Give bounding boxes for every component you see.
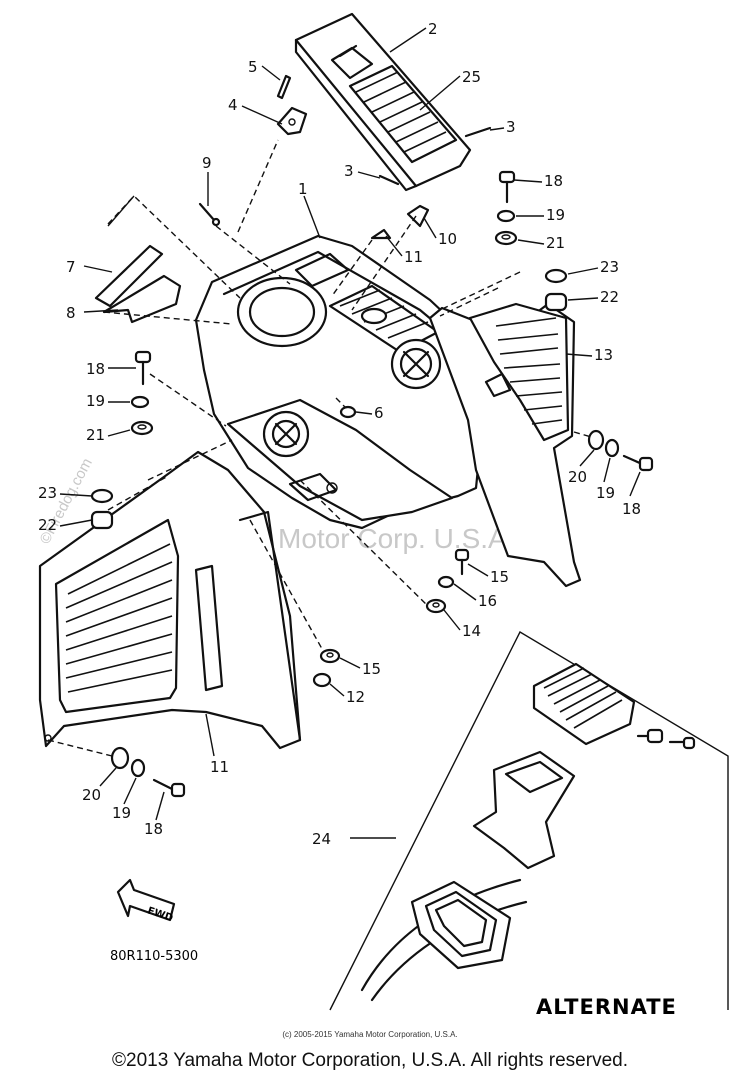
pin-part-3-left (378, 174, 400, 186)
callout-1: 1 (298, 180, 308, 198)
footer-copyright: ©2013 Yamaha Motor Corporation, U.S.A. A… (112, 1050, 628, 1071)
grommet-part-21-left (130, 420, 154, 436)
left-side-panel-part-12 (38, 450, 302, 750)
callout-11: 11 (404, 248, 423, 266)
alternate-inset: ALTERNATE (329, 631, 729, 1019)
callout-4: 4 (228, 96, 238, 114)
callout-20-right: 20 (568, 468, 587, 486)
grommet-part-23-right (544, 268, 568, 284)
callout-15-left: 15 (362, 660, 381, 678)
clip-part-10 (406, 204, 430, 228)
right-side-panel-part-13 (428, 302, 582, 588)
callout-13: 13 (594, 346, 613, 364)
small-copyright: (c) 2005-2015 Yamaha Motor Corporation, … (282, 1030, 458, 1039)
bracket-part-8 (102, 274, 182, 324)
callout-19-left: 19 (86, 392, 105, 410)
front-fender-part-1 (194, 234, 482, 530)
bolt-part-18-left (134, 350, 152, 386)
clip-part-4 (276, 106, 308, 136)
bracket-part-7 (94, 244, 164, 308)
callout-6: 6 (374, 404, 384, 422)
bolt-part-18-right (622, 454, 654, 472)
callout-23-right: 23 (600, 258, 619, 276)
nut-part-22-left (90, 510, 114, 530)
callout-15-right: 14 (462, 622, 481, 640)
callout-21-top: 21 (546, 234, 565, 252)
callout-9: 9 (202, 154, 212, 172)
bolt-part-16 (454, 548, 470, 576)
callout-25: 24 (312, 830, 331, 848)
bolt-part-18-top (498, 170, 516, 204)
grommet-part-15-left (319, 648, 341, 664)
callout-5: 5 (248, 58, 258, 76)
callout-17: 16 (478, 592, 497, 610)
washer-part-19-top (496, 209, 516, 223)
callout-16: 15 (490, 568, 509, 586)
pin-part-5 (276, 74, 292, 100)
fwd-arrow-icon (116, 878, 176, 922)
callout-22-right: 22 (600, 288, 619, 306)
clip-part-11 (370, 228, 392, 240)
callout-19-left-low: 19 (112, 804, 131, 822)
nut-part-22-right (544, 292, 568, 312)
callout-8: 8 (66, 304, 76, 322)
callout-12: 11 (210, 758, 229, 776)
callout-19-right: 19 (596, 484, 615, 502)
callout-leaders (59, 27, 641, 821)
grommet-part-23-left (90, 488, 114, 504)
callout-18-left-low: 18 (144, 820, 163, 838)
callout-21-left: 21 (86, 426, 105, 444)
bolt-part-18-left-low (152, 778, 186, 798)
callout-10: 10 (438, 230, 457, 248)
washer-part-17 (437, 575, 455, 589)
callout-18-left: 18 (86, 360, 105, 378)
pin-part-9 (198, 202, 221, 227)
grommet-part-20-right (587, 429, 605, 451)
callout-18-top: 18 (544, 172, 563, 190)
callouts: 2 25 3 3 5 4 9 1 10 11 18 19 21 23 22 13… (38, 20, 641, 848)
callout-14: 12 (346, 688, 365, 706)
callout-3-right: 3 (506, 118, 516, 136)
washer-part-19-left (130, 395, 150, 409)
nut-part-6 (339, 405, 357, 419)
grommet-part-20-left (110, 746, 130, 770)
alternate-label: ALTERNATE (536, 995, 677, 1019)
callout-22-left: 22 (38, 516, 57, 534)
washer-part-19-left-low (130, 758, 146, 778)
callout-20-left: 20 (82, 786, 101, 804)
washer-part-19-right (604, 438, 620, 458)
callout-18-right: 18 (622, 500, 641, 518)
pin-part-3-right (464, 126, 492, 138)
nut-part-14 (312, 672, 332, 688)
part-code-label: 80R110-5300 (110, 949, 198, 964)
callout-19-top: 19 (546, 206, 565, 224)
callout-24: 25 (462, 68, 481, 86)
leader-lines (47, 139, 603, 757)
grommet-part-21-top (494, 230, 518, 246)
callout-3-left: 3 (344, 162, 354, 180)
grommet-part-15-right (425, 598, 447, 614)
callout-23-left: 23 (38, 484, 57, 502)
callout-2: 2 (428, 20, 438, 38)
callout-7: 7 (66, 258, 76, 276)
top-cover-part-2 (294, 12, 472, 192)
